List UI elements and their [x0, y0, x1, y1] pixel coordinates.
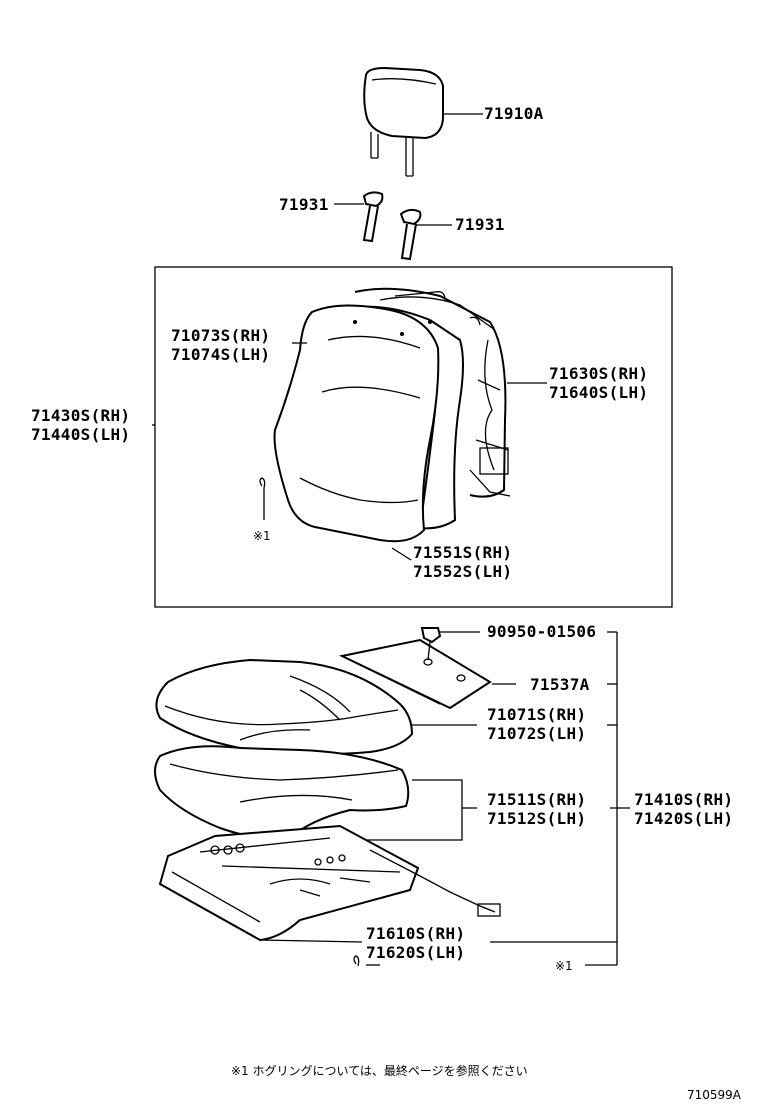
label-cushion-assy-lh: 71420S(LH) [634, 809, 734, 828]
label-back-cover-rh: 71073S(RH) [171, 326, 271, 345]
cushion-pad-drawing [154, 745, 477, 841]
label-shield: 71537A [530, 675, 590, 694]
label-back-assy-rh: 71430S(RH) [31, 406, 131, 425]
label-cushion-frame-lh: 71620S(LH) [366, 943, 466, 962]
label-back-cover-lh: 71074S(LH) [171, 345, 271, 364]
shield-drawing [338, 638, 516, 710]
label-back-assy-lh: 71440S(LH) [31, 425, 131, 444]
label-back-pad-rh: 71551S(RH) [413, 543, 513, 562]
drawing-code: 710599A [687, 1088, 742, 1102]
seat-back-assembly-box [154, 266, 673, 608]
label-cushion-assy-rh: 71410S(RH) [634, 790, 734, 809]
label-back-frame-lh: 71640S(LH) [549, 383, 649, 402]
label-cushion-frame-rh: 71610S(RH) [366, 924, 466, 943]
label-hog-ring-back: ※1 [253, 529, 271, 543]
cushion-frame-drawing [158, 824, 501, 943]
label-nut: 90950-01506 [487, 622, 597, 641]
label-back-frame-rh: 71630S(RH) [549, 364, 649, 383]
support-right-drawing [399, 208, 422, 261]
label-hog-ring-cushion: ※1 [555, 959, 573, 973]
headrest-drawing [363, 66, 444, 177]
support-left-drawing [362, 191, 384, 243]
label-cushion-pad-rh: 71511S(RH) [487, 790, 587, 809]
label-support-left: 71931 [279, 195, 329, 214]
label-support-right: 71931 [455, 215, 505, 234]
label-cushion-cover-rh: 71071S(RH) [487, 705, 587, 724]
hog-ring-back [259, 477, 266, 520]
label-cushion-pad-lh: 71512S(LH) [487, 809, 587, 828]
cushion-cover-drawing [155, 658, 477, 756]
label-back-pad-lh: 71552S(LH) [413, 562, 513, 581]
footnote: ※1 ホグリングについては、最終ページを参照ください [231, 1064, 528, 1078]
leader-back-pad [391, 547, 412, 561]
cushion-assy-bracket [490, 631, 630, 966]
seat-back-drawing [273, 287, 511, 543]
hog-ring-cushion [353, 955, 360, 967]
nut-drawing [420, 627, 480, 661]
label-cushion-cover-lh: 71072S(LH) [487, 724, 587, 743]
label-headrest: 71910A [484, 104, 544, 123]
